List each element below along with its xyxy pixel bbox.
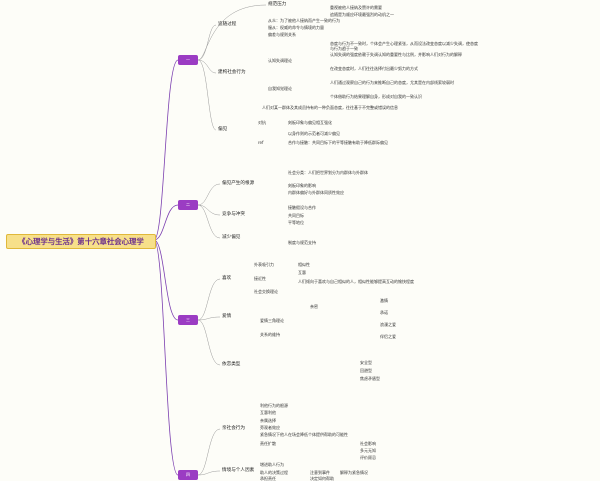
topic-n-e6[interactable]: 接触假设与合作 [288, 205, 316, 210]
topic-n-f16[interactable]: 关系的维持 [260, 332, 280, 337]
branch-line [197, 470, 221, 476]
topic-n-f14[interactable]: 焦虑矛盾型 [360, 376, 380, 381]
branch-line [197, 204, 221, 239]
topic-n-f10[interactable]: 伴侣之爱 [380, 334, 396, 339]
topic-n-g15[interactable]: 承担责任 [260, 476, 276, 481]
topic-n-c3[interactable]: 认知失调的强度依赖于失调认知的重要性与比例，并影响人们对行为的解释 [330, 52, 462, 57]
topic-n-g10[interactable]: 情境与个人因素 [222, 468, 255, 473]
central-topic[interactable]: 《心理学与生活》第十六章社会心理学 [6, 234, 156, 249]
topic-n-g16[interactable]: 决定如何帮助 [310, 476, 334, 481]
topic-n-d3[interactable]: 刻板印象与偏见相互强化 [288, 120, 332, 125]
topic-n-f1[interactable]: 外表吸引力 [254, 262, 274, 267]
topic-n-g6[interactable]: 责任扩散 [260, 441, 276, 446]
topic-n-c1[interactable]: 认知失调理论 [268, 58, 292, 63]
topic-n-b0[interactable]: 追随过程 [218, 22, 237, 27]
topic-n-c0[interactable]: 建构社会行为 [218, 70, 246, 75]
topic-n-g13[interactable]: 注意到事件 [310, 470, 330, 475]
topic-n-f9[interactable]: 浪漫之爱 [380, 322, 396, 327]
section-node-1[interactable]: 一 [178, 55, 198, 65]
topic-n-a2[interactable]: 追随是为顺应环境最强烈的动机之一 [330, 12, 394, 17]
topic-n-e7[interactable]: 共同目标 [288, 213, 304, 218]
branch-line [197, 204, 221, 216]
topic-n-g12[interactable]: 助人的决策过程 [260, 470, 288, 475]
topic-n-e4[interactable]: 竞争与冲突 [222, 212, 245, 217]
topic-n-c5[interactable]: 自我知觉理论 [268, 86, 292, 91]
topic-n-e1[interactable]: 社会分类：人们把世界划分为内群体与外群体 [288, 170, 368, 175]
topic-n-e3[interactable]: 内群体偏好与外群体同质性效应 [288, 190, 344, 195]
branch-line [197, 24, 217, 61]
topic-n-f0[interactable]: 喜欢 [222, 276, 232, 281]
topic-n-f4[interactable]: 互惠 [298, 270, 306, 275]
section-node-3[interactable]: 三 [178, 315, 198, 325]
topic-n-a0[interactable]: 规范压力 [268, 2, 287, 7]
topic-n-a1[interactable]: 重视被他人接纳及赞许的需要 [330, 5, 382, 10]
topic-n-e5[interactable]: 减少偏见 [222, 235, 241, 240]
topic-n-g14[interactable]: 解释为紧急情况 [340, 470, 368, 475]
topic-n-g8[interactable]: 多元无知 [360, 448, 376, 453]
topic-n-c6[interactable]: 人们通过观察自己的行为来推断自己的态度，尤其是在内部线索较弱时 [330, 80, 454, 85]
topic-n-e9[interactable]: 制度与规范支持 [288, 240, 316, 245]
branch-line [197, 428, 221, 476]
topic-n-e8[interactable]: 平等地位 [288, 220, 304, 225]
topic-n-b3[interactable]: 偏差与规则关系 [268, 32, 296, 37]
topic-n-g0[interactable]: 亲社会行为 [222, 426, 245, 431]
topic-n-g9[interactable]: 评价顾忌 [360, 455, 376, 460]
topic-n-g4[interactable]: 旁观者效应 [260, 425, 280, 430]
topic-n-d0[interactable]: 偏见 [218, 127, 228, 132]
topic-n-g2[interactable]: 互惠利他 [260, 410, 276, 415]
topic-n-c2[interactable]: 态度与行为不一致时，个体会产生心理紧张，从而设法改变态度以减少失调，使态度与行为… [330, 41, 478, 51]
topic-n-b2[interactable]: 服从：权威的命令与情境的力量 [268, 25, 324, 30]
topic-n-f11[interactable]: 依恋类型 [222, 362, 241, 367]
section-node-4[interactable]: 四 [178, 470, 198, 480]
topic-n-f12[interactable]: 安全型 [360, 360, 372, 365]
topic-n-f15[interactable]: 爱情三角理论 [260, 318, 284, 323]
branch-line [197, 316, 221, 321]
branch-line [197, 183, 221, 206]
topic-n-g3[interactable]: 亲属选择 [260, 418, 276, 423]
topic-n-c4[interactable]: 在改变态度时，人们往往选择付出最少努力的方式 [330, 66, 418, 71]
topic-n-g11[interactable]: 增进助人行为 [260, 462, 284, 467]
topic-n-b1[interactable]: 从众：为了被他人接纳而产生一致的行为 [268, 18, 340, 23]
branch-line [197, 59, 217, 74]
topic-n-g7[interactable]: 社会影响 [360, 441, 376, 446]
topic-n-e0[interactable]: 偏见产生的根源 [222, 181, 255, 186]
topic-n-g5[interactable]: 紧急情况下他人在场会降低个体提供帮助的可能性 [260, 432, 348, 437]
topic-n-f8[interactable]: 承诺 [380, 310, 388, 315]
topic-n-d5[interactable]: 以身作则的示范者可减少偏见 [288, 131, 340, 136]
branch-line [197, 319, 221, 366]
branch-line [197, 278, 221, 321]
topic-n-f13[interactable]: 回避型 [360, 368, 372, 373]
topic-n-d2[interactable]: 对抗 [258, 120, 266, 125]
topic-n-g1[interactable]: 利他行为的根源 [260, 403, 288, 408]
topic-n-f6[interactable]: 亲密 [310, 304, 318, 309]
topic-n-d4[interactable]: ref [258, 140, 264, 145]
topic-n-d6[interactable]: 合作与接触：共同目标下的平等接触有助于降低群际偏见 [288, 140, 388, 145]
topic-n-f18[interactable]: 社会交换理论 [254, 289, 278, 294]
topic-n-f17[interactable]: 人们倾向于喜欢与自己相似的人，相似性能够提高互动的愉快程度 [298, 279, 414, 284]
topic-n-f2[interactable]: 接近性 [254, 276, 266, 281]
section-node-2[interactable]: 二 [178, 200, 198, 210]
topic-n-f3[interactable]: 相似性 [298, 262, 310, 267]
topic-n-e2[interactable]: 刻板印象的影响 [288, 183, 316, 188]
topic-n-f7[interactable]: 激情 [380, 298, 388, 303]
topic-n-d1[interactable]: 人们对某一群体及其成员持有的一种负面态度，往往基于不完整或错误的信息 [262, 105, 398, 110]
topic-n-f5[interactable]: 爱情 [222, 314, 232, 319]
topic-n-c7[interactable]: 个体借助行为结果理解自身，形成对自我的一致认识 [330, 94, 422, 99]
branch-line [197, 4, 267, 61]
branch-line [197, 59, 217, 131]
